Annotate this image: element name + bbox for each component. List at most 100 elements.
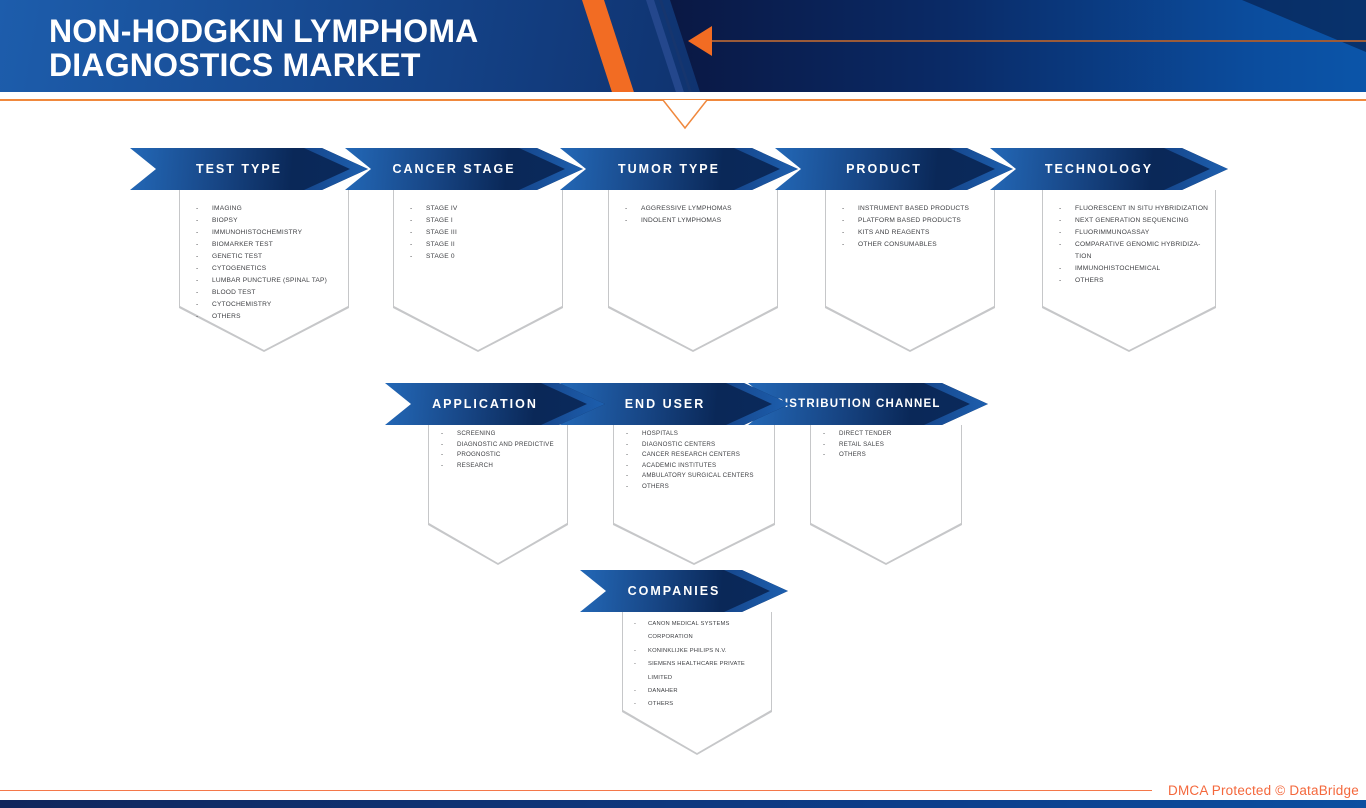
segment-list-item: -CYTOGENETICS	[196, 263, 343, 275]
footer-strip	[0, 800, 1366, 808]
segment-list-item: -PLATFORM BASED PRODUCTS	[842, 215, 989, 227]
segment-list-item: -OTHERS	[196, 311, 343, 323]
segment-panel-tumor-type: -AGGRESSIVE LYMPHOMAS-INDOLENT LYMPHOMAS	[608, 190, 778, 352]
segment-title: TECHNOLOGY	[1044, 162, 1154, 176]
dash-bullet: -	[1059, 265, 1062, 272]
segment-title: TEST TYPE	[195, 162, 283, 176]
segment-panel-companies: -CANON MEDICAL SYSTEMS CORPORATION-KONIN…	[622, 612, 772, 755]
item-label: STAGE II	[426, 241, 455, 248]
segment-list-item: -LUMBAR PUNCTURE (SPINAL TAP)	[196, 275, 343, 287]
segment-list-item: - DANAHER	[634, 685, 766, 698]
segment-panel-end-user: -HOSPITALS-DIAGNOSTIC CENTERS-CANCER RES…	[613, 425, 775, 565]
dash-bullet: -	[196, 241, 199, 248]
segment-title: COMPANIES	[627, 584, 721, 598]
segment-list-item: - BIOMARKER TEST	[196, 239, 343, 251]
segment-banner-companies: COMPANIES	[580, 570, 788, 612]
dash-bullet: -	[634, 661, 636, 668]
diagonal-stripe-orange	[582, 0, 634, 92]
segment-list-item: - OTHERS	[634, 698, 766, 711]
item-label: AMBULATORY SURGICAL CENTERS	[642, 472, 754, 480]
segment-list-item: -DIAGNOSTIC AND PREDICTIVE	[441, 440, 562, 451]
dash-bullet: -	[441, 440, 444, 448]
segment-list-item: -SIEMENS HEALTHCARE PRIVATE LIMITED	[634, 658, 766, 685]
item-label: DIAGNOSTIC CENTERS	[642, 440, 716, 448]
segment-list-item: -CANCER RESEARCH CENTERS	[626, 450, 769, 461]
segment-banner-application: APPLICATION	[385, 383, 605, 425]
dash-bullet: -	[842, 217, 845, 224]
segment-list-item: -IMMUNOHISTOCHEMICAL	[1059, 263, 1210, 275]
segment-list-item: -STAGE IV	[410, 203, 557, 215]
dash-bullet: -	[410, 253, 413, 260]
item-label: FLUORESCENT IN SITU HYBRIDIZATION	[1075, 205, 1209, 212]
dash-bullet: -	[410, 241, 413, 248]
segment-title: TUMOR TYPE	[618, 162, 720, 176]
segment-list-item: - BLOOD TEST	[196, 287, 343, 299]
item-label: OTHERS	[648, 701, 674, 708]
item-label: CYTOGENETICS	[212, 265, 267, 272]
dash-bullet: -	[625, 217, 628, 224]
segment-list-item: -COMPARATIVE GENOMIC HYBRIDIZA- TION	[1059, 239, 1210, 263]
segment-list-item: -BIOPSY	[196, 215, 343, 227]
segment-panel-cancer-stage: -STAGE IV-STAGE I-STAGE III-STAGE II-STA…	[393, 190, 563, 352]
item-label: COMPARATIVE GENOMIC HYBRIDIZA- TION	[1075, 241, 1201, 260]
segment-banner-test-type: TEST TYPE	[130, 148, 368, 190]
dash-bullet: -	[634, 688, 636, 695]
item-label: OTHER CONSUMABLES	[858, 241, 937, 248]
segment-title: DISTRIBUTION CHANNEL	[775, 398, 941, 410]
dash-bullet: -	[626, 440, 629, 448]
left-arrow-icon	[688, 26, 712, 56]
dash-bullet: -	[196, 289, 199, 296]
item-label: BIOMARKER TEST	[212, 241, 273, 248]
item-label: RESEARCH	[457, 461, 493, 469]
item-label: DANAHER	[648, 688, 678, 695]
header-banner: NON-HODGKIN LYMPHOMA DIAGNOSTICS MARKET	[0, 0, 1366, 92]
segment-panel-application: -SCREENING-DIAGNOSTIC AND PREDICTIVE-PRO…	[428, 425, 568, 565]
item-label: ACADEMIC INSTITUTES	[642, 461, 717, 469]
segment-item-list: -CANON MEDICAL SYSTEMS CORPORATION-KONIN…	[622, 612, 772, 712]
dash-bullet: -	[625, 205, 628, 212]
dash-bullet: -	[634, 701, 636, 708]
item-label: INSTRUMENT BASED PRODUCTS	[858, 205, 970, 212]
footer-orange-line	[0, 790, 1152, 791]
item-label: BIOPSY	[212, 217, 238, 224]
item-label: NEXT GENERATION SEQUENCING	[1075, 217, 1189, 224]
segment-panel-distribution-channel: -DIRECT TENDER-RETAIL SALES-OTHERS	[810, 425, 962, 565]
item-label: CANCER RESEARCH CENTERS	[642, 451, 741, 459]
dash-bullet: -	[441, 430, 444, 437]
dash-bullet: -	[842, 229, 845, 236]
arrow-line	[712, 40, 1366, 42]
item-label: GENETIC TEST	[212, 253, 263, 260]
dash-bullet: -	[634, 647, 636, 654]
dash-bullet: -	[1059, 217, 1062, 224]
segment-list-item: -SCREENING	[441, 429, 562, 440]
segment-list-item: - NEXT GENERATION SEQUENCING	[1059, 215, 1210, 227]
dash-bullet: -	[626, 430, 629, 437]
item-label: DIRECT TENDER	[839, 430, 892, 437]
dash-bullet: -	[634, 621, 636, 627]
dash-bullet: -	[196, 301, 199, 308]
segment-list-item: -RESEARCH	[441, 461, 562, 472]
segment-list-item: -IMMUNOHISTOCHEMISTRY	[196, 227, 343, 239]
segment-list-item: -OTHERS	[626, 482, 769, 493]
dash-bullet: -	[196, 205, 199, 212]
item-label: OTHERS	[642, 482, 669, 490]
segment-list-item: -OTHERS	[823, 450, 956, 461]
dash-bullet: -	[1059, 229, 1062, 236]
segment-list-item: -OTHER CONSUMABLES	[842, 239, 989, 251]
dash-bullet: -	[196, 229, 199, 236]
dash-bullet: -	[196, 277, 199, 284]
dash-bullet: -	[441, 451, 444, 459]
segment-list-item: -FLUORIMMUNOASSAY	[1059, 227, 1210, 239]
dash-bullet: -	[196, 313, 199, 320]
segment-list-item: -CYTOCHEMISTRY	[196, 299, 343, 311]
segment-list-item: -KONINKLIJKE PHILIPS N.V.	[634, 645, 766, 658]
segment-list-item: -RETAIL SALES	[823, 440, 956, 451]
segment-list-item: - DIAGNOSTIC CENTERS	[626, 440, 769, 451]
segment-list-item: -STAGE III	[410, 227, 557, 239]
segment-list-item: -INSTRUMENT BASED PRODUCTS	[842, 203, 989, 215]
segment-item-list: -SCREENING-DIAGNOSTIC AND PREDICTIVE-PRO…	[428, 425, 568, 471]
item-label: RETAIL SALES	[839, 440, 885, 448]
segment-list-item: -IMAGING	[196, 203, 343, 215]
item-label: BLOOD TEST	[212, 289, 256, 296]
item-label: OTHERS	[839, 451, 866, 459]
